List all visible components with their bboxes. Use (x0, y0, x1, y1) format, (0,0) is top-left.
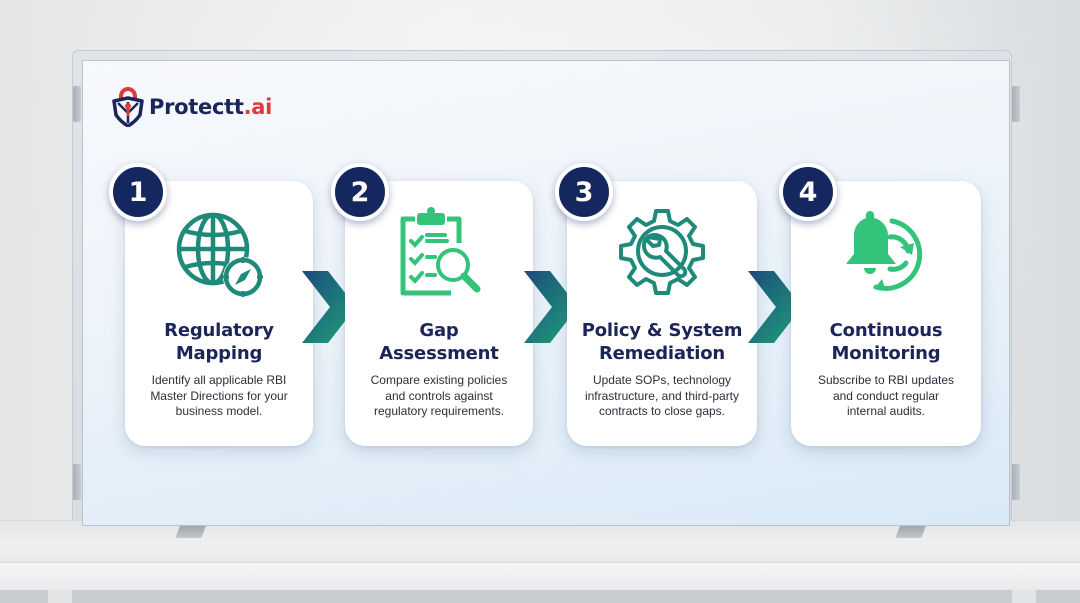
brand-logo: Protectt.ai (111, 87, 272, 127)
step-description: Subscribe to RBI updates and conduct reg… (817, 373, 955, 418)
step-description: Compare existing policies and controls a… (370, 373, 508, 418)
step-number-badge: 3 (555, 163, 613, 221)
shield-lock-icon (112, 87, 144, 127)
shelf-leg (1012, 590, 1036, 603)
tv-screen: Protectt.ai (82, 60, 1010, 526)
step-title: Regulatory Mapping (164, 320, 274, 364)
step-card-1: Regulatory Mapping Identify all applicab… (125, 181, 313, 446)
step-title: Policy & System Remediation (581, 320, 743, 364)
shelf-underside (0, 590, 1080, 603)
step-number-badge: 2 (331, 163, 389, 221)
step-title: Gap Assessment (379, 320, 499, 364)
step-title: Continuous Monitoring (829, 320, 943, 364)
step-description: Identify all applicable RBI Master Direc… (150, 373, 288, 418)
step-number-badge: 1 (109, 163, 167, 221)
tv-stand-foot (895, 524, 927, 538)
tv-side-clip (1012, 464, 1020, 500)
step-card-3: Policy & System Remediation Update SOPs,… (567, 181, 757, 446)
step-card-4: Continuous Monitoring Subscribe to RBI u… (791, 181, 981, 446)
tv-side-clip (73, 86, 81, 122)
shelf-leg (48, 590, 72, 603)
step-number-badge: 4 (779, 163, 837, 221)
tv-side-clip (1012, 86, 1020, 122)
globe-compass-icon (176, 212, 263, 297)
bell-refresh-icon (846, 211, 923, 291)
clipboard-magnifier-icon (400, 207, 481, 296)
brand-name: Protectt.ai (149, 95, 273, 119)
tv-side-clip (73, 464, 81, 500)
shelf-front (0, 562, 1080, 590)
tv-stand-foot (175, 524, 207, 538)
gear-wrench-icon (619, 209, 705, 295)
step-description: Update SOPs, technology infrastructure, … (584, 373, 740, 418)
step-card-2: Gap Assessment Compare existing policies… (345, 181, 533, 446)
